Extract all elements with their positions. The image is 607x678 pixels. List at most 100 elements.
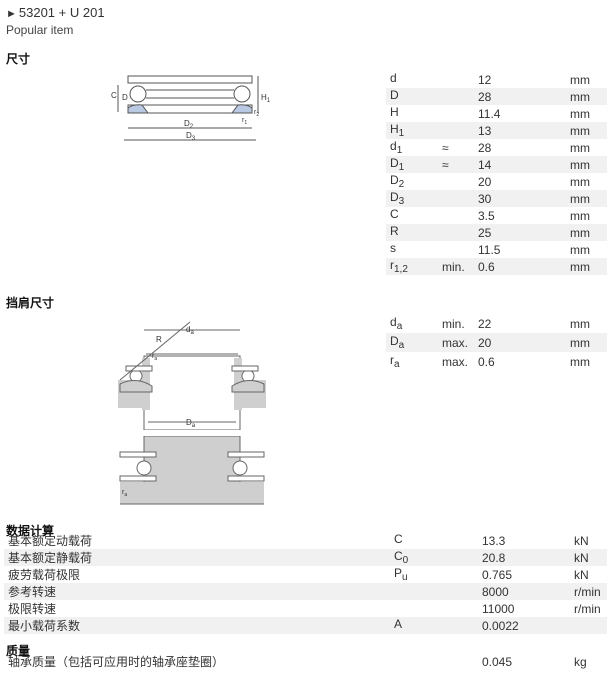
calc-name: 疲劳载荷极限 xyxy=(8,568,81,582)
calc-name: 参考转速 xyxy=(4,583,390,600)
drawing-label-D3: D3 xyxy=(186,131,196,142)
calc-value: 20.8 xyxy=(478,549,570,566)
dim-symbol: Da xyxy=(386,333,438,352)
dim-value: 3.5 xyxy=(474,207,566,224)
section-mass: 质量 xyxy=(6,644,31,658)
dim-unit: mm xyxy=(566,207,607,224)
calc-name: 极限转速 xyxy=(8,602,57,616)
dim-qualifier: min. xyxy=(438,258,474,275)
dim-qualifier xyxy=(438,122,474,139)
dim-value: 12 xyxy=(474,71,566,88)
drawing-label-D2: D2 xyxy=(184,119,194,130)
calc-name: 最小载荷系数 xyxy=(4,617,390,634)
dim-symbol: d xyxy=(386,71,438,88)
popular-label: Popular item xyxy=(6,23,74,37)
dim-unit: mm xyxy=(566,105,607,122)
dim-symbol: C xyxy=(386,207,438,224)
section-calc: 数据计算 xyxy=(6,524,55,538)
dim-symbol: D2 xyxy=(386,173,438,190)
dim-symbol: D3 xyxy=(386,190,438,207)
product-title-text: 53201 + U 201 xyxy=(18,5,105,20)
calc-unit xyxy=(570,617,607,634)
dim-value: 20 xyxy=(474,333,566,352)
mass-table: 轴承质量（包括可应用时的轴承座垫圈） 0.045 kg xyxy=(4,653,607,670)
dim-symbol: H xyxy=(386,105,438,122)
dim-value: 0.6 xyxy=(474,352,566,371)
dim-symbol: R xyxy=(386,224,438,241)
dim-qualifier: min. xyxy=(438,314,474,333)
drawing-label-r2: r2 xyxy=(254,109,259,118)
dim-unit: mm xyxy=(566,156,607,173)
dim-unit: mm xyxy=(566,71,607,88)
calc-symbol: C0 xyxy=(390,549,478,566)
drawing-label-ra-bottom: ra xyxy=(122,489,127,498)
dim-symbol: H1 xyxy=(386,122,438,139)
dim-qualifier xyxy=(438,173,474,190)
dim-unit: mm xyxy=(566,122,607,139)
abutment-drawing-bottom: ra xyxy=(119,436,265,505)
calc-unit: r/min xyxy=(574,601,601,616)
calc-value: 0.0022 xyxy=(478,617,570,634)
calc-symbol xyxy=(390,600,478,617)
dim-value: 28 xyxy=(474,88,566,105)
dim-qualifier xyxy=(438,105,474,122)
calc-name: 轴承质量（包括可应用时的轴承座垫圈） xyxy=(8,655,225,669)
dim-qualifier xyxy=(438,71,474,88)
calc-name: 基本额定动载荷 xyxy=(8,534,93,548)
section-abutment: 挡肩尺寸 xyxy=(6,296,55,310)
dim-value: 28 xyxy=(474,139,566,156)
calc-value: 11000 xyxy=(482,601,515,616)
calc-value: 0.045 xyxy=(482,654,513,669)
dim-symbol: ra xyxy=(386,352,438,371)
calc-value: 13.3 xyxy=(482,533,506,548)
drawing-label-D: D xyxy=(122,93,128,102)
dim-qualifier: max. xyxy=(438,333,474,352)
product-title: ►53201 + U 201 xyxy=(6,5,105,20)
dim-unit: mm xyxy=(566,352,607,371)
dim-unit: mm xyxy=(566,173,607,190)
calc-name: 基本额定静载荷 xyxy=(4,549,390,566)
drawing-label-H1: H1 xyxy=(261,93,271,104)
dim-qualifier: max. xyxy=(438,352,474,371)
dim-symbol: D xyxy=(386,88,438,105)
dim-qualifier xyxy=(438,190,474,207)
dim-unit: mm xyxy=(566,224,607,241)
drawing-label-C: C xyxy=(111,91,117,100)
dim-value: 14 xyxy=(474,156,566,173)
dim-symbol: r1,2 xyxy=(386,258,438,275)
dim-value: 11.4 xyxy=(474,105,566,122)
dim-qualifier xyxy=(438,88,474,105)
dim-qualifier xyxy=(438,241,474,258)
dim-unit: mm xyxy=(566,190,607,207)
dim-value: 30 xyxy=(474,190,566,207)
dim-symbol: da xyxy=(386,314,438,333)
drawing-label-da: da xyxy=(186,325,194,336)
calc-unit: kg xyxy=(574,654,587,669)
calc-unit: kN xyxy=(574,567,589,582)
dim-unit: mm xyxy=(566,241,607,258)
dim-unit: mm xyxy=(566,314,607,333)
calc-symbol xyxy=(390,583,478,600)
dim-qualifier xyxy=(438,224,474,241)
drawing-label-ra-top: ra xyxy=(152,353,157,362)
dim-value: 11.5 xyxy=(474,241,566,258)
dim-value: 0.6 xyxy=(474,258,566,275)
dim-symbol: D1 xyxy=(386,156,438,173)
calc-symbol: C xyxy=(394,532,403,546)
